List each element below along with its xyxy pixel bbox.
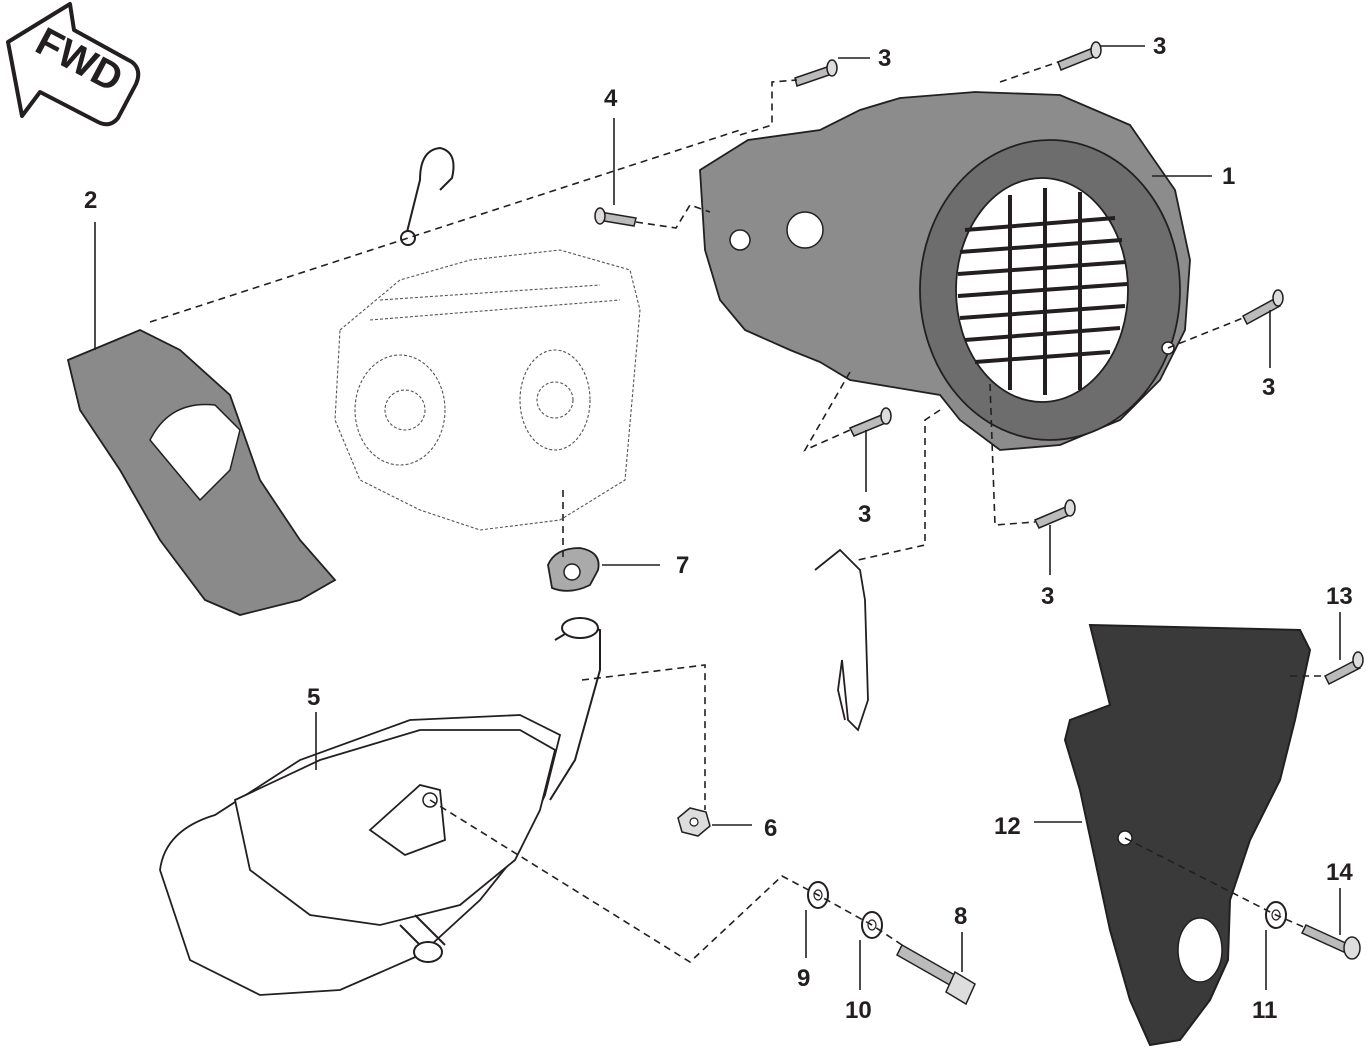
callout-3-right: 3 [1262, 374, 1275, 401]
muffler [159, 617, 601, 996]
callout-5: 5 [307, 684, 320, 711]
callout-11: 11 [1252, 997, 1277, 1024]
callout-6: 6 [764, 815, 777, 842]
callout-14: 14 [1326, 859, 1353, 886]
callout-3-top-left: 3 [878, 45, 891, 72]
screw-3-top-left [794, 59, 838, 87]
callout-10: 10 [845, 997, 872, 1024]
callout-3-middle: 3 [858, 501, 871, 528]
callout-12: 12 [994, 813, 1021, 840]
fan-shroud [699, 91, 1191, 451]
heat-guard [1063, 623, 1312, 1047]
cylinder-head-outline [334, 249, 641, 531]
assembly-lines [149, 61, 1325, 964]
screw-3-top-right [1057, 41, 1102, 71]
callout-3-lower: 3 [1041, 583, 1054, 610]
callout-labels: 1 2 3 3 3 3 3 4 5 6 7 8 9 10 11 12 13 14 [84, 33, 1353, 1024]
screw-3-right [1242, 289, 1284, 326]
callout-3-top-right: 3 [1153, 33, 1166, 60]
callout-13: 13 [1326, 583, 1353, 610]
callout-8: 8 [954, 903, 967, 930]
retainer-spring [814, 548, 869, 732]
nut-6 [677, 807, 711, 837]
screw-14 [1300, 924, 1361, 960]
screw-4 [594, 207, 637, 227]
cylinder-side-cover [66, 329, 337, 616]
fwd-arrow-icon: FWD [6, 2, 141, 127]
callout-7: 7 [676, 552, 689, 579]
callout-9: 9 [797, 965, 810, 992]
screw-3-lower [1033, 499, 1076, 529]
screw-3-middle [848, 407, 892, 437]
leader-lines [94, 45, 1341, 990]
bolt-8 [896, 943, 976, 1006]
callout-2: 2 [84, 187, 97, 214]
exhaust-gasket [547, 547, 600, 592]
shroud-grille [957, 188, 1128, 395]
callout-1: 1 [1222, 163, 1235, 190]
wire-clip [400, 146, 455, 246]
screw-13 [1323, 651, 1364, 686]
callout-4: 4 [604, 85, 618, 112]
